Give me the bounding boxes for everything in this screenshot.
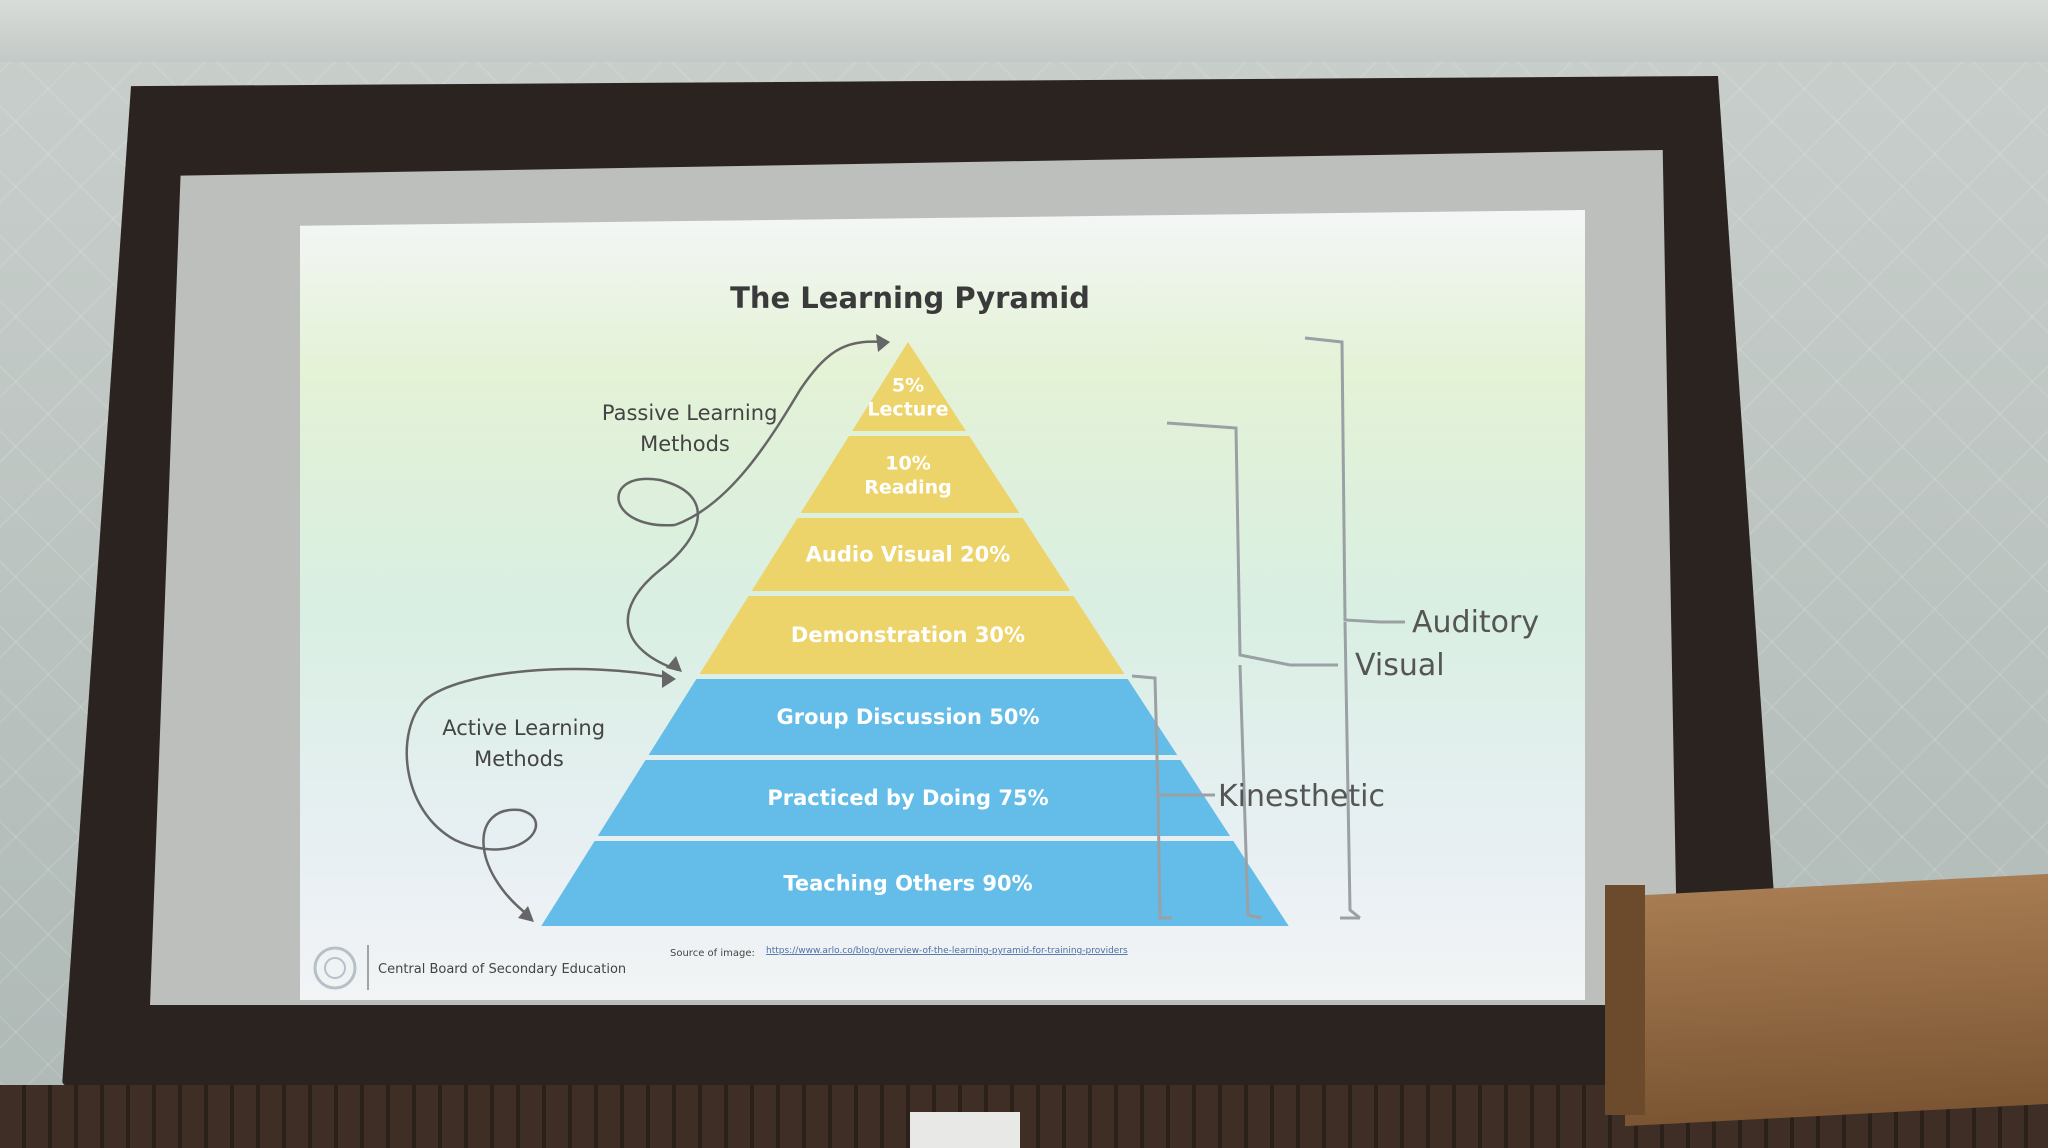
source-prefix: Source of image: bbox=[670, 948, 755, 959]
auditory-label: Auditory bbox=[1412, 605, 1539, 640]
placard bbox=[910, 1112, 1020, 1148]
passive-label-line2: Methods bbox=[640, 432, 730, 456]
pyramid-layer-3 bbox=[751, 518, 1071, 591]
pyramid-layer-label-7: Teaching Others 90% bbox=[783, 872, 1032, 896]
pyramid-layer-label-3: Audio Visual 20% bbox=[806, 543, 1011, 567]
passive-learning-label: Passive Learning Methods bbox=[602, 401, 784, 456]
active-arrow-curve bbox=[405, 667, 673, 916]
passive-arrow-up bbox=[674, 340, 886, 527]
pyramid-layer-6 bbox=[597, 760, 1231, 836]
auditory-bracket bbox=[1304, 336, 1381, 920]
arrowhead-icon bbox=[518, 906, 534, 922]
pyramid-layer-2 bbox=[800, 436, 1020, 513]
pyramid-layer-5 bbox=[648, 679, 1178, 755]
arrowhead-icon bbox=[666, 656, 682, 672]
pyramid-layer-label-5: Group Discussion 50% bbox=[777, 705, 1040, 729]
pyramid-layer-label-6: Practiced by Doing 75% bbox=[767, 786, 1048, 810]
passive-arrow-curve bbox=[617, 477, 700, 672]
pyramid-layer-4 bbox=[699, 596, 1125, 674]
cbse-logo-icon bbox=[313, 946, 357, 990]
arrowhead-icon bbox=[876, 334, 890, 352]
pyramid-layer-1 bbox=[852, 342, 967, 431]
active-label-line1: Active Learning bbox=[442, 716, 605, 740]
arrowhead-icon bbox=[662, 670, 676, 688]
active-learning-label: Active Learning Methods bbox=[442, 716, 612, 771]
kinesthetic-label: Kinesthetic bbox=[1218, 779, 1385, 814]
pyramid-layer-label-4: Demonstration 30% bbox=[791, 623, 1025, 647]
visual-label: Visual bbox=[1355, 648, 1445, 683]
footer-organization: Central Board of Secondary Education bbox=[378, 962, 626, 977]
cbse-logo-inner bbox=[324, 957, 346, 979]
kinesthetic-bracket bbox=[1131, 674, 1175, 920]
pyramid-layer-label-1: 5%Lecture bbox=[867, 375, 948, 421]
active-label-line2: Methods bbox=[474, 747, 564, 771]
ceiling bbox=[0, 0, 2048, 62]
pyramid-layer-label-2: 10%Reading bbox=[864, 453, 952, 499]
passive-label-line1: Passive Learning bbox=[602, 401, 778, 425]
source-link[interactable]: https://www.arlo.co/blog/overview-of-the… bbox=[766, 946, 1128, 956]
shelf-edge bbox=[1605, 885, 1645, 1115]
pyramid-layer-7 bbox=[541, 841, 1289, 926]
slide-title: The Learning Pyramid bbox=[730, 281, 1090, 315]
visual-bracket bbox=[1166, 421, 1291, 920]
